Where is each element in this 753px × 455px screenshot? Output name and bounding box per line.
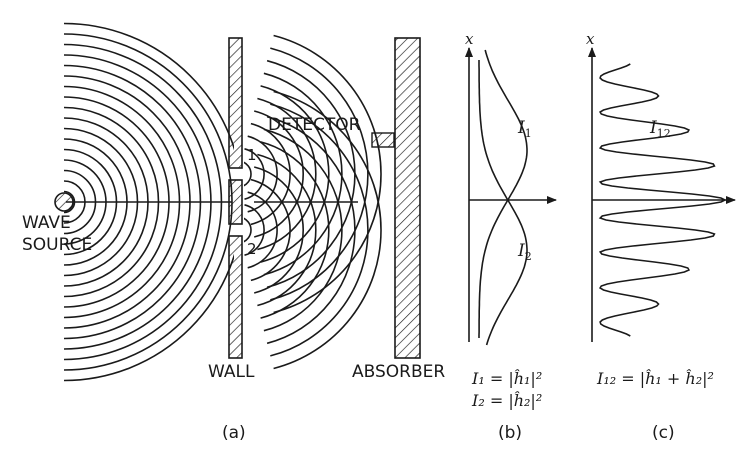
slit-wavefront	[244, 148, 265, 200]
slit-wavefront	[260, 141, 330, 319]
slit-wavefront	[263, 72, 343, 276]
caption-a: (a)	[222, 423, 246, 443]
wall-lower	[228, 235, 243, 359]
wave-source-icon	[54, 192, 74, 212]
slit-2-label: 2	[247, 240, 257, 258]
slit-wavefront	[263, 128, 343, 332]
slit-wavefront	[273, 90, 382, 370]
slit-wavefront	[250, 178, 291, 282]
slit-wavefront	[254, 110, 304, 238]
formula-I12: I₁₂ = |ĥ₁ + ĥ₂|²	[596, 368, 714, 388]
wave-label: WAVE	[22, 213, 71, 233]
slit-wavefront	[244, 204, 265, 256]
caption-c: (c)	[652, 423, 675, 443]
slit-wavefront	[247, 135, 278, 213]
slit-1-label: 1	[247, 146, 257, 164]
slit-wavefront	[244, 161, 252, 187]
slit-wavefront	[266, 115, 356, 345]
curve-I12	[598, 63, 727, 337]
formula-I1: I₁ = |ĥ₁|²	[471, 368, 542, 388]
slit-wavefront	[270, 103, 369, 357]
slit-wavefront	[244, 217, 252, 243]
slit-wavefront	[257, 97, 317, 251]
axis-c-x-label: x	[586, 30, 595, 48]
slit-wavefronts	[244, 34, 382, 370]
source-label: SOURCE	[22, 235, 92, 255]
absorber	[394, 37, 421, 359]
wall	[228, 37, 243, 359]
slit-wavefront	[250, 122, 291, 226]
axis-b-x-label: x	[465, 30, 474, 48]
panel-c: x I12 I₁₂ = |ĥ₁ + ĥ₂|² (c)	[586, 30, 736, 443]
absorber-label: ABSORBER	[352, 362, 445, 382]
curve-I1-label: I1	[517, 118, 532, 140]
panel-b: x I1 I2 I₁ = |ĥ₁|² I₂ = |ĥ₂|² (b)	[465, 30, 557, 443]
curve-I2-label: I2	[517, 241, 532, 263]
slit-wavefront	[254, 166, 304, 294]
wall-label: WALL	[208, 362, 255, 382]
curve-I1	[478, 49, 528, 338]
curve-I12-label: I12	[649, 118, 671, 140]
slit-wavefront	[247, 191, 278, 269]
formula-I2: I₂ = |ĥ₂|²	[471, 390, 542, 410]
slit-wavefront	[270, 47, 369, 301]
curve-I2	[478, 60, 528, 346]
detector-icon	[371, 132, 395, 148]
slit-wavefront	[260, 85, 330, 263]
panel-a: DETECTOR 1 2 WAVE SOURCE WALL ABSORBER (…	[22, 22, 445, 443]
slit-wavefront	[257, 153, 317, 307]
caption-b: (b)	[498, 423, 522, 443]
wall-upper	[228, 37, 243, 169]
detector-label: DETECTOR	[268, 115, 361, 135]
wall-middle	[228, 179, 243, 225]
source-wavefront	[63, 22, 234, 382]
